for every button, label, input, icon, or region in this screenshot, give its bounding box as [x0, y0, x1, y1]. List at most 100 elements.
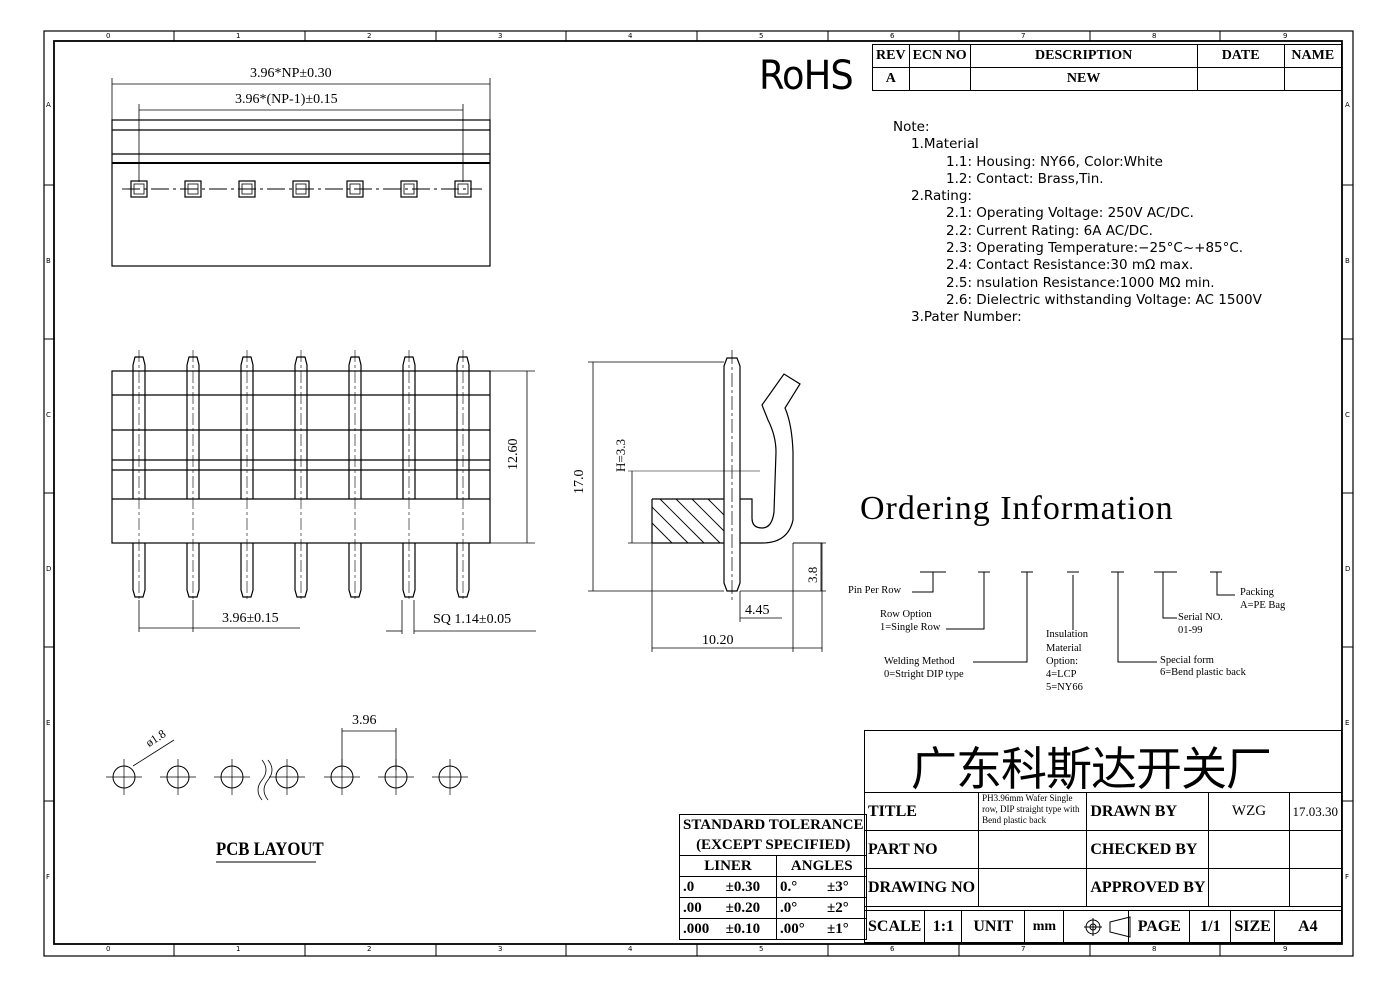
ord-insulation-4: 5=NY66 [1046, 682, 1083, 693]
tol-cell: ±2° [824, 897, 868, 919]
ord-insulation-1: Material [1046, 643, 1082, 654]
tol-cell: .00° [776, 918, 825, 940]
grid-row-label: A [46, 101, 51, 109]
tol-cell: ±1° [824, 918, 868, 940]
ecn-header: ECN NO [908, 44, 971, 68]
grid-row-label: F [46, 873, 51, 881]
ord-welding: Welding Method [884, 656, 955, 667]
revision-table: REV ECN NO DESCRIPTION DATE NAME A NEW [872, 44, 1343, 91]
note-line: 2.6: Dielectric withstanding Voltage: AC… [946, 291, 1262, 308]
note-line: 2.5: nsulation Resistance:1000 MΩ min. [946, 274, 1215, 291]
ord-packing-val: A=PE Bag [1240, 600, 1286, 611]
ord-packing: Packing [1240, 587, 1274, 598]
part-no-value [978, 830, 1088, 869]
ord-row-option: Row Option [880, 609, 932, 620]
note-line: Note: [893, 119, 930, 135]
tol-cell: ±3° [824, 876, 868, 898]
tolerance-table: STANDARD TOLERANCE (EXCEPT SPECIFIED) LI… [678, 814, 868, 940]
tol-liner: LINER [678, 855, 778, 877]
projection-symbol-icon [1063, 910, 1130, 943]
ord-insulation-0: Insulation [1046, 629, 1088, 640]
tol-angles: ANGLES [776, 855, 868, 877]
grid-col-label: 4 [628, 32, 633, 40]
grid-row-label: D [46, 565, 52, 573]
grid-col-label: 2 [367, 945, 372, 953]
grid-col-label: 9 [1283, 32, 1288, 40]
tol-title-1: STANDARD TOLERANCE [678, 814, 868, 835]
tol-cell: .000 [678, 918, 723, 940]
tol-cell: ±0.10 [722, 918, 778, 940]
page-value: 1/1 [1189, 910, 1232, 943]
date-header: DATE [1196, 44, 1285, 68]
approved-by-label: APPROVED BY [1086, 868, 1210, 907]
ecn-value [908, 67, 971, 91]
drawing-no-value [978, 868, 1088, 907]
drawn-date: 17.03.30 [1288, 792, 1342, 831]
pcb-layout-label: PCB LAYOUT [216, 839, 324, 860]
approved-by-name [1208, 868, 1290, 907]
ordering-title: Ordering Information [860, 490, 1174, 527]
ord-serial-val: 01-99 [1178, 625, 1203, 636]
title-block: 广东科斯达开关厂 [864, 730, 1342, 944]
scale-label: SCALE [863, 910, 926, 943]
front-view [111, 370, 536, 634]
dim-pcb-pitch: 3.96 [352, 713, 377, 728]
dim-side-hh: H=3.3 [613, 439, 628, 472]
ord-welding-val: 0=Stright DIP type [884, 669, 964, 680]
approved-by-date [1288, 868, 1342, 907]
title-label: TITLE [863, 792, 980, 831]
tol-title-2: (EXCEPT SPECIFIED) [678, 835, 868, 856]
grid-row-label: E [1345, 719, 1350, 727]
rev-header: REV [872, 44, 910, 68]
grid-col-label: 7 [1021, 32, 1026, 40]
grid-row-label: D [1345, 565, 1351, 573]
tol-cell: 0.° [776, 876, 825, 898]
tol-cell: .00 [678, 897, 723, 919]
rohs-mark: RoHS [759, 53, 854, 99]
grid-col-label: 5 [759, 945, 764, 953]
ord-insulation-3: 4=LCP [1046, 669, 1077, 680]
grid-row-label: C [46, 411, 51, 419]
grid-row-label: E [46, 719, 51, 727]
note-line: 2.2: Current Rating: 6A AC/DC. [946, 222, 1153, 239]
tol-cell: .0 [678, 876, 723, 898]
drawing-no-label: DRAWING NO [863, 868, 980, 907]
ord-special-val: 6=Bend plastic back [1160, 667, 1246, 678]
unit-value: mm [1024, 910, 1065, 943]
grid-col-label: 2 [367, 32, 372, 40]
side-view [588, 350, 826, 652]
company-name: 广东科斯达开关厂 [911, 742, 1272, 796]
ord-special: Special form [1160, 655, 1214, 666]
tol-cell: ±0.20 [722, 897, 778, 919]
grid-row-label: B [1345, 257, 1350, 265]
grid-col-label: 0 [106, 945, 111, 953]
grid-col-label: 3 [498, 945, 503, 953]
grid-col-label: 0 [106, 32, 111, 40]
checked-by-label: CHECKED BY [1086, 830, 1210, 869]
grid-col-label: 1 [236, 32, 241, 40]
ord-serial: Serial NO. [1178, 612, 1223, 623]
dim-overall: 3.96*NP±0.30 [250, 66, 332, 81]
note-line: 2.Rating: [911, 188, 972, 205]
grid-col-label: 1 [236, 945, 241, 953]
grid-col-label: 8 [1152, 945, 1157, 953]
unit-label: UNIT [961, 910, 1026, 943]
date-value [1196, 67, 1285, 91]
grid-row-label: F [1345, 873, 1350, 881]
name-header: NAME [1283, 44, 1343, 68]
grid-row-label: C [1345, 411, 1350, 419]
title-table: TITLE PH3.96mm Wafer Single row, DIP str… [863, 792, 1342, 907]
dim-inner: 3.96*(NP-1)±0.15 [235, 92, 338, 107]
rev-value: A [872, 67, 910, 91]
size-label: SIZE [1230, 910, 1275, 943]
part-no-label: PART NO [863, 830, 980, 869]
note-line: 2.4: Contact Resistance:30 mΩ max. [946, 257, 1194, 274]
tol-cell: ±0.30 [722, 876, 778, 898]
dim-side-445: 4.45 [745, 603, 770, 618]
desc-header: DESCRIPTION [969, 44, 1198, 68]
checked-by-date [1288, 830, 1342, 869]
dim-side-1020: 10.20 [702, 633, 734, 648]
